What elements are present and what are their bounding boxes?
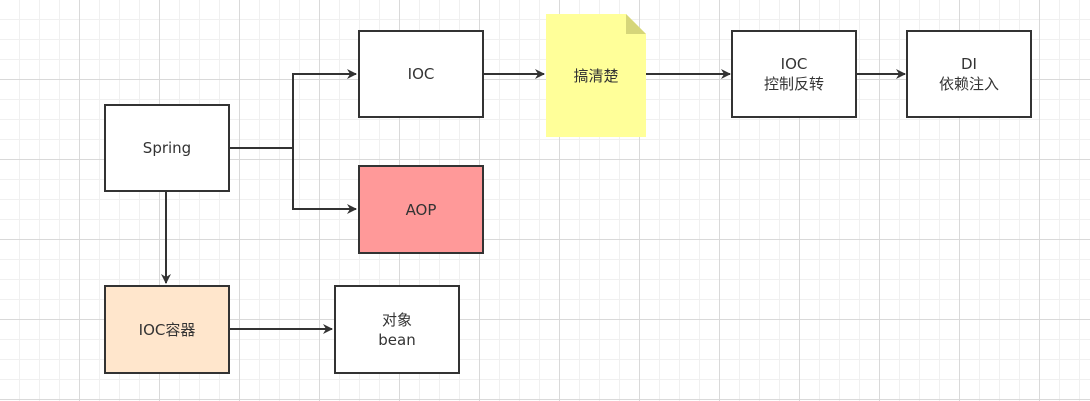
node-ioc-label: IOC <box>407 65 435 83</box>
node-aop-label: AOP <box>405 200 437 219</box>
node-ioc-control-line1: IOC <box>780 55 808 73</box>
node-ioc-container-label: IOC容器 <box>138 320 196 339</box>
note-label-area: 搞清楚 <box>546 14 646 137</box>
node-ioc-container[interactable]: IOC容器 <box>104 285 230 374</box>
note-shape[interactable] <box>546 14 646 137</box>
node-spring[interactable]: Spring <box>104 104 230 192</box>
node-di-line2: 依赖注入 <box>938 75 999 93</box>
node-object-bean-line2: bean <box>378 330 416 349</box>
node-ioc-control-line2: 控制反转 <box>763 75 824 93</box>
node-ioc-control[interactable]: IOC 控制反转 <box>731 30 857 118</box>
node-object-bean[interactable]: 对象 bean <box>334 285 460 374</box>
node-di-line1: DI <box>961 55 977 73</box>
edge-spring-to-ioc <box>230 69 357 149</box>
edge-spring-to-aop <box>292 148 357 214</box>
node-di[interactable]: DI 依赖注入 <box>906 30 1032 118</box>
note-label: 搞清楚 <box>573 66 619 85</box>
node-spring-label: Spring <box>142 139 192 157</box>
node-object-bean-line1: 对象 <box>381 310 412 329</box>
node-ioc[interactable]: IOC <box>358 30 484 118</box>
node-aop[interactable]: AOP <box>358 165 484 254</box>
